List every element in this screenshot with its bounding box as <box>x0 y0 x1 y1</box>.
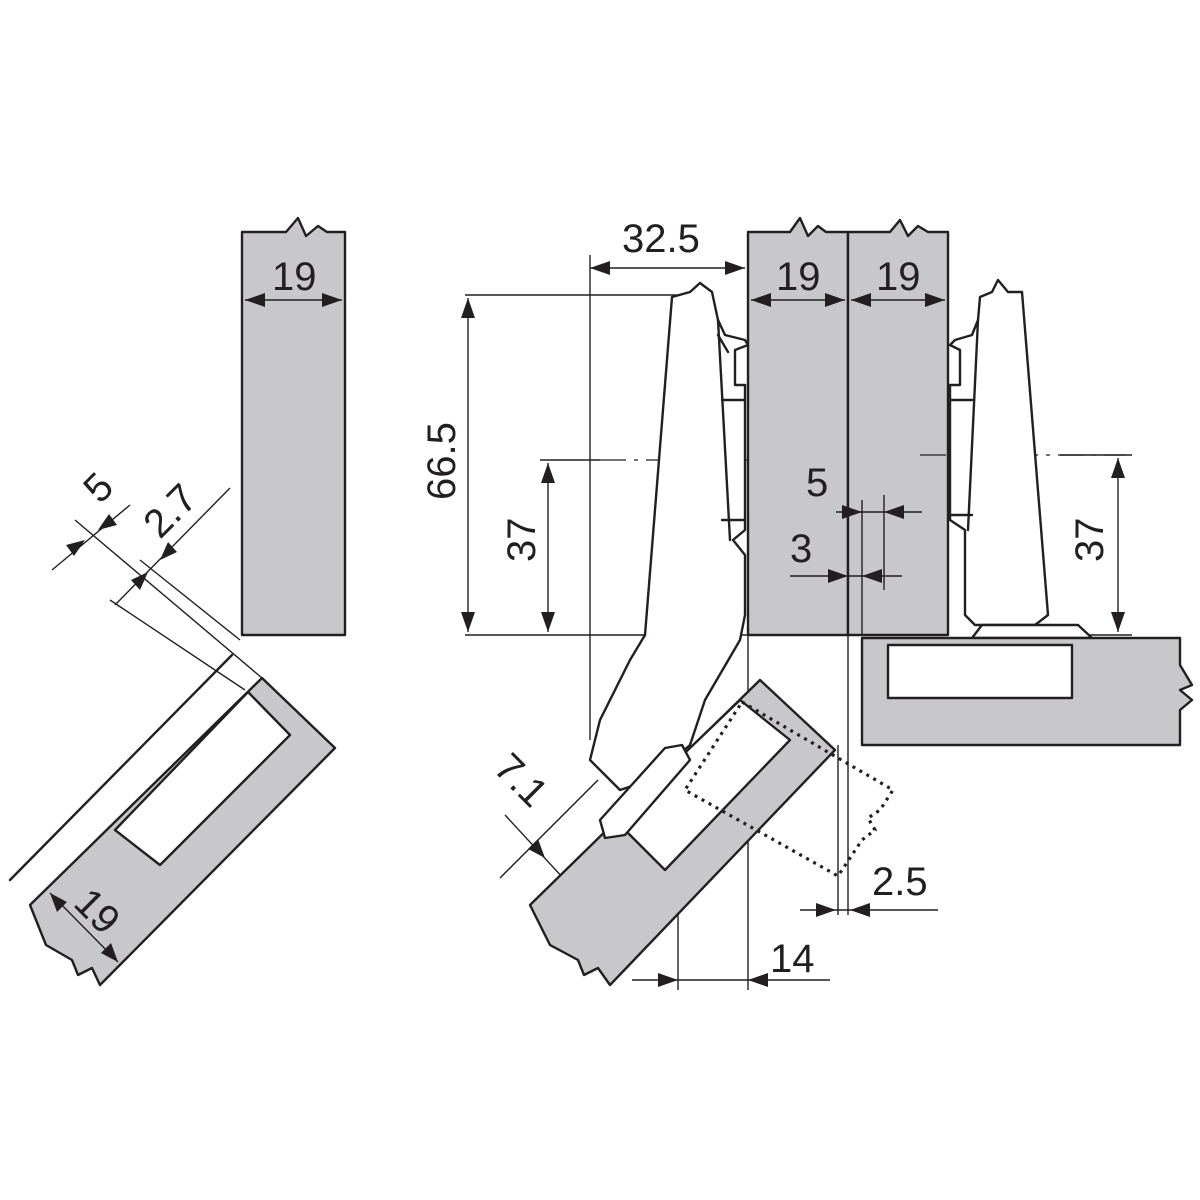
center-detail: 32.5 19 19 66.5 37 5 3 7.1 2.5 14 <box>420 216 950 990</box>
dim-arrow-5b <box>884 505 904 519</box>
dim-arrow-center-19b-l <box>851 293 871 307</box>
dim-arrow-37-right-b <box>1111 612 1125 632</box>
left-dim-arrow-19c <box>50 893 67 912</box>
label-37-right: 37 <box>1068 518 1112 563</box>
hinge-base-plate <box>970 623 1094 640</box>
label-center-19a: 19 <box>776 255 821 299</box>
dim-arrow-37-left-a <box>541 463 555 483</box>
dim-arrow-center-19b-r <box>925 293 945 307</box>
hinge-arm-center-detail <box>716 318 732 542</box>
dim-arrow-center-19a-r <box>825 293 845 307</box>
dim-arrow-37-left-b <box>541 612 555 632</box>
left-dim-arrow-2-7a <box>131 572 148 590</box>
left-dim-arrow-5b <box>98 514 117 530</box>
dim-extension-7-1 <box>499 779 599 879</box>
left-door-outer-line <box>8 653 234 882</box>
left-dim-line-5 <box>51 504 131 571</box>
hinge-arm-right <box>948 278 1050 627</box>
dim-arrow-37-right-a <box>1111 458 1125 478</box>
dim-arrow-5a <box>842 505 862 519</box>
left-door-cup-recess <box>113 690 292 867</box>
left-extension-line-c <box>139 559 241 641</box>
hinge-arm-right-knuckle <box>948 398 974 517</box>
label-3: 3 <box>790 527 812 571</box>
label-66-5: 66.5 <box>420 422 464 500</box>
center-panel-b <box>846 218 950 637</box>
dim-arrow-3b <box>862 569 882 583</box>
left-extension-line-b <box>109 599 246 691</box>
label-37-left: 37 <box>500 518 544 563</box>
dim-arrow-32-5b <box>725 261 745 275</box>
left-dim-arrow-5a <box>66 540 85 556</box>
hinge-arm-center-knuckle <box>716 333 747 522</box>
label-2-5: 2.5 <box>872 860 928 904</box>
dim-arrow-center-19a-l <box>751 293 771 307</box>
left-dim-arrow-19b <box>322 293 342 307</box>
left-extension-line-a <box>74 519 263 679</box>
label-32-5: 32.5 <box>622 217 700 261</box>
door-swing-outline <box>682 699 896 879</box>
label-7-1: 7.1 <box>486 745 556 815</box>
dim-arrow-2-5a <box>816 903 836 917</box>
dim-arrow-14a <box>658 973 678 987</box>
left-dim-arrow-19a <box>245 293 265 307</box>
label-14: 14 <box>770 937 815 981</box>
left-dim-arrow-2-7b <box>160 542 177 560</box>
hinge-arm-right-detail <box>966 318 980 532</box>
right-detail: 37 <box>860 278 1194 747</box>
dim-arrow-66-5b <box>461 612 475 632</box>
center-panel-a <box>746 216 850 637</box>
dim-arrow-14b <box>748 973 768 987</box>
left-dim-arrow-19d <box>101 943 118 962</box>
dim-arrow-2-5b <box>850 903 870 917</box>
label-5: 5 <box>806 461 828 505</box>
label-center-19b: 19 <box>876 255 921 299</box>
left-side-panel <box>240 216 347 637</box>
hinge-cup-center <box>598 743 692 840</box>
dim-arrow-3a <box>828 569 848 583</box>
dim-arrow-32-5a <box>590 261 610 275</box>
right-door-cup-recess <box>886 643 1074 700</box>
dim-arrow-66-5a <box>461 298 475 318</box>
label-left-19-panel: 19 <box>272 255 317 299</box>
left-detail: 19 5 2.7 19 <box>8 216 347 987</box>
dim-arrow-7-1a <box>528 839 545 858</box>
left-dim-line-2-7 <box>114 487 231 606</box>
label-left-5: 5 <box>75 465 122 512</box>
label-left-2-7: 2.7 <box>135 476 205 546</box>
